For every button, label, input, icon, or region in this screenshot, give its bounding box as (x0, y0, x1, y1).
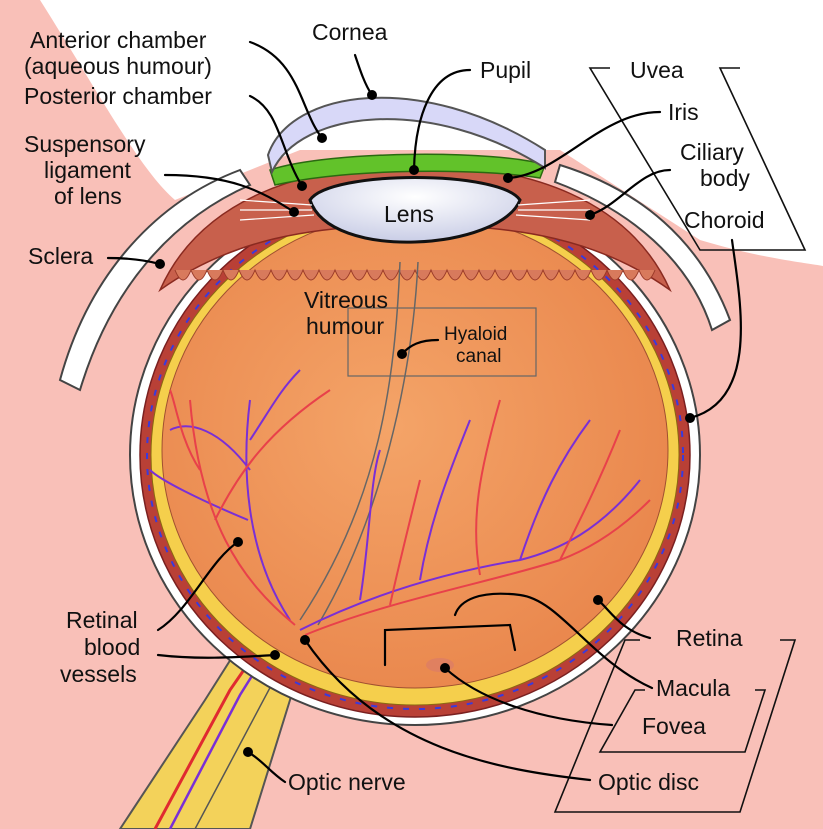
label-ciliary-1[interactable]: Ciliary (680, 139, 744, 165)
label-choroid[interactable]: Choroid (684, 207, 765, 233)
hyaloid-canal-shape (299, 261, 419, 626)
sclera-flap-right (553, 163, 732, 332)
sclera-flap-left (58, 168, 252, 392)
hyaloid-canal-box (347, 307, 537, 377)
label-suspensory-3[interactable]: of lens (54, 183, 122, 209)
label-optic-disc[interactable]: Optic disc (598, 769, 699, 795)
label-sclera[interactable]: Sclera (28, 243, 93, 269)
label-iris[interactable]: Iris (668, 99, 699, 125)
leader-lines (106, 40, 742, 784)
label-cornea[interactable]: Cornea (312, 19, 388, 45)
label-retinal-1[interactable]: Retinal (66, 607, 138, 633)
retinal-vessels (149, 369, 651, 636)
label-anterior-chamber-2[interactable]: (aqueous humour) (24, 53, 212, 79)
macula-bracket[interactable] (598, 689, 767, 753)
label-anterior-chamber-1[interactable]: Anterior chamber (30, 27, 207, 53)
label-retina[interactable]: Retina (676, 625, 743, 651)
retina-bracket[interactable] (553, 639, 797, 813)
label-vitreous-1[interactable]: Vitreous (304, 287, 388, 313)
label-ciliary-2[interactable]: body (700, 165, 750, 191)
label-vitreous-2[interactable]: humour (306, 313, 384, 339)
label-macula[interactable]: Macula (656, 675, 730, 701)
label-hyaloid-1[interactable]: Hyaloid (444, 324, 507, 345)
label-uvea[interactable]: Uvea (630, 57, 684, 83)
lens-shape (308, 176, 522, 244)
label-posterior-chamber[interactable]: Posterior chamber (24, 83, 212, 109)
label-suspensory-2[interactable]: ligament (44, 157, 132, 183)
labels: Anterior chamber (aqueous humour) Poster… (24, 19, 765, 795)
label-lens[interactable]: Lens (384, 201, 434, 227)
vitreous-shape (161, 211, 669, 689)
leader-dots (155, 90, 695, 757)
fovea-pit (426, 658, 454, 672)
label-retinal-3[interactable]: vessels (60, 661, 137, 687)
suspensory-fibers (239, 199, 591, 221)
iris-shape (269, 153, 546, 186)
label-optic-nerve[interactable]: Optic nerve (288, 769, 406, 795)
label-pupil[interactable]: Pupil (480, 57, 531, 83)
uvea-bracket[interactable] (588, 67, 807, 251)
label-retinal-2[interactable]: blood (84, 634, 140, 660)
label-fovea[interactable]: Fovea (642, 713, 706, 739)
ciliary-processes (174, 268, 656, 281)
label-suspensory-1[interactable]: Suspensory (24, 131, 146, 157)
label-hyaloid-2[interactable]: canal (456, 346, 501, 367)
